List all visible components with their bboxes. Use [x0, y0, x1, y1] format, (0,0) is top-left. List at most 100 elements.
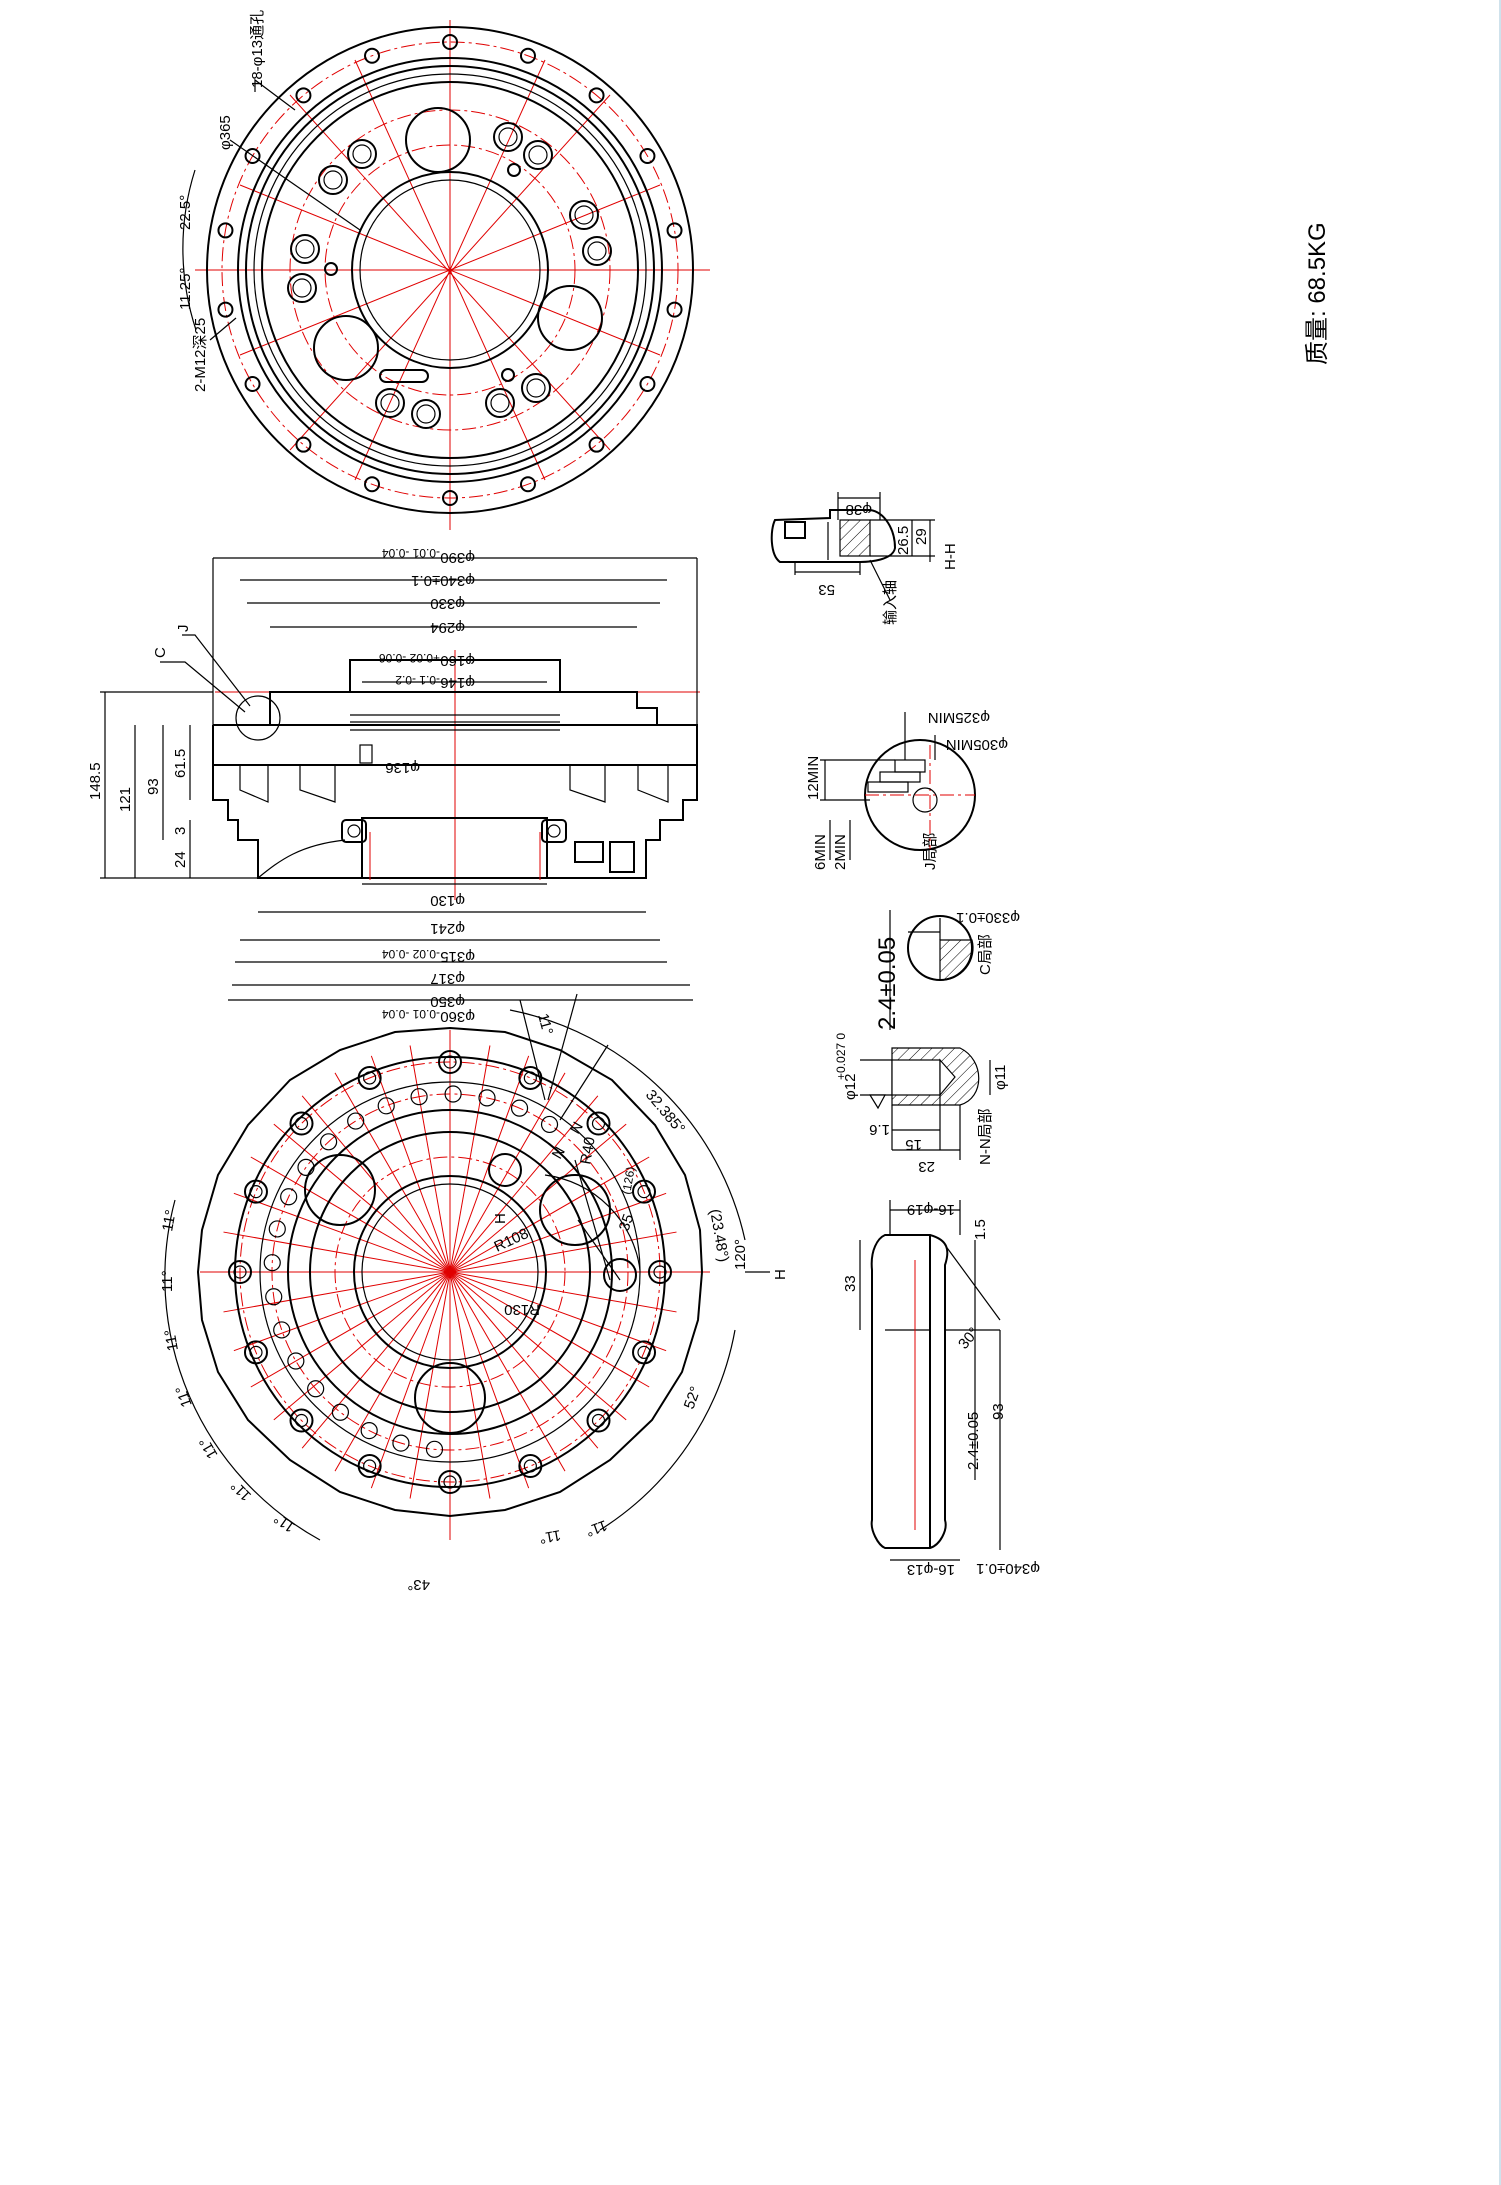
nn-d11: φ11	[992, 1065, 1009, 1090]
inner-hole	[347, 1112, 365, 1130]
bolt-hole	[639, 148, 656, 164]
center-ray	[223, 1231, 451, 1273]
top-pcd-callout: φ365	[217, 115, 234, 150]
center-ray	[449, 1271, 650, 1388]
detail-c: φ330±0.1 C局部	[889, 909, 1020, 1030]
bolt-hole	[639, 376, 656, 392]
seal-holes-13: 16-φ13	[907, 1561, 955, 1578]
inner-hole	[444, 1085, 462, 1103]
outer-hole-bore	[294, 1116, 309, 1131]
outer-hole-bore	[249, 1345, 263, 1359]
sec-dia-350: φ350	[430, 993, 465, 1010]
bottom-face-view: 11° 32.385° (23.48°) 120° 52° 43° R40 R1…	[159, 993, 789, 1593]
center-ray	[449, 1271, 491, 1499]
j-d6min: 6MIN	[812, 834, 829, 870]
outer-hole	[632, 1179, 657, 1204]
outer-hole-bore	[249, 1185, 263, 1199]
top-angle-22-5: 22.5°	[177, 195, 194, 230]
bot-angle-11-i: 11°	[583, 1516, 609, 1539]
center-ray	[449, 1271, 599, 1449]
outer-hole-bore	[637, 1185, 651, 1199]
center-ray	[273, 1123, 451, 1273]
bolt-hole	[442, 34, 458, 50]
bot-angle-11-e: 11°	[196, 1434, 222, 1461]
outer-hole	[243, 1179, 268, 1204]
sec-dia-360: φ360	[440, 1008, 475, 1025]
bolt-hole	[519, 47, 536, 64]
center-ray	[409, 1045, 451, 1273]
sec-h-121: 121	[117, 787, 134, 812]
detail-seal-section: 16-φ19 16-φ13 1.5 33 30° 93 2.4±0.05 φ34…	[842, 1200, 1040, 1578]
outer-hole	[289, 1408, 314, 1433]
outer-hole-bore	[523, 1459, 537, 1473]
hh-title: H-H	[942, 543, 959, 570]
hh-d53: 53	[818, 581, 835, 598]
bot-angle-11-g: 11°	[271, 1509, 298, 1535]
center-ray	[370, 1055, 451, 1273]
center-ray	[233, 1192, 451, 1273]
bot-angle-43: 43°	[407, 1576, 430, 1593]
sec-dia-340: φ340±0.1	[411, 572, 475, 589]
bolt-hole	[519, 476, 536, 493]
bot-label-h-outer: H	[772, 1269, 789, 1280]
center-ray	[449, 1271, 627, 1421]
sec-dia-136: φ136	[385, 759, 420, 776]
j-d305: φ305MIN	[946, 736, 1008, 753]
top-centerlines	[195, 20, 710, 530]
inner-hole	[425, 1440, 444, 1458]
center-ray	[370, 1271, 451, 1489]
center-ray	[301, 1271, 451, 1449]
center-ray	[273, 1271, 451, 1421]
hh-d38: φ38	[846, 501, 872, 518]
outer-hole	[648, 1260, 672, 1284]
bolt-hole	[217, 222, 234, 239]
center-ray	[250, 1271, 451, 1388]
bot-angle-52: 52°	[681, 1384, 705, 1411]
outer-hole-bore	[363, 1071, 377, 1085]
j-d2min: 2MIN	[832, 834, 849, 870]
center-ray	[334, 1072, 451, 1273]
center-ray	[449, 1156, 650, 1273]
section-view: φ390 -0.01 -0.04 φ340±0.1 φ330 φ294 φ160…	[87, 546, 700, 1025]
outer-hole	[586, 1111, 611, 1136]
inner-hole	[273, 1321, 291, 1339]
detail-h-h: φ38 26.5 29 53 输入轴 H-H	[770, 492, 959, 625]
top-angle-11-25: 11.25°	[177, 268, 194, 310]
outer-hole-bore	[294, 1413, 309, 1428]
outer-hole-bore	[637, 1345, 651, 1359]
seal-d1-5: 1.5	[972, 1219, 989, 1240]
inner-hole	[377, 1097, 395, 1115]
bolt-hole	[244, 376, 261, 392]
top-face-view: 18-φ13通孔 φ365 22.5° 11.25° 2-M12深25	[177, 10, 710, 530]
inner-hole	[410, 1088, 428, 1106]
bolt-hole	[588, 87, 605, 104]
sec-dia-360-tol: -0.01 -0.04	[382, 1007, 440, 1021]
outer-hole	[243, 1340, 268, 1365]
seal-holes-19: 16-φ19	[907, 1201, 955, 1218]
inner-hole	[540, 1115, 559, 1134]
outer-hole	[518, 1454, 543, 1479]
outer-hole-bore	[443, 1055, 457, 1069]
sec-h-24: 24	[172, 851, 189, 868]
outer-hole	[586, 1408, 611, 1433]
nn-d12-tol: +0.027 0	[834, 1033, 848, 1080]
seal-d93: 93	[990, 1403, 1007, 1420]
sec-dia-294: φ294	[430, 619, 465, 636]
seal-d30deg: 30°	[955, 1324, 983, 1352]
center-ray	[449, 1045, 491, 1273]
inner-hole	[392, 1434, 410, 1452]
hh-input-shaft: 输入轴	[882, 580, 899, 625]
bot-angle-11-a: 11°	[159, 1208, 179, 1232]
bot-angle-11-f: 11°	[228, 1477, 255, 1504]
outer-hole-bore	[363, 1459, 377, 1473]
bot-r130: R130	[504, 1301, 540, 1318]
outer-hole	[438, 1470, 462, 1494]
sec-dia-160: φ160	[440, 652, 475, 669]
inner-hole	[510, 1099, 529, 1117]
center-ray	[449, 1192, 667, 1273]
outer-hole	[518, 1065, 543, 1090]
center-ray	[334, 1271, 451, 1472]
outer-hole-bore	[653, 1265, 667, 1279]
inner-hole	[478, 1089, 496, 1107]
hh-d26-5: 26.5	[895, 526, 912, 555]
